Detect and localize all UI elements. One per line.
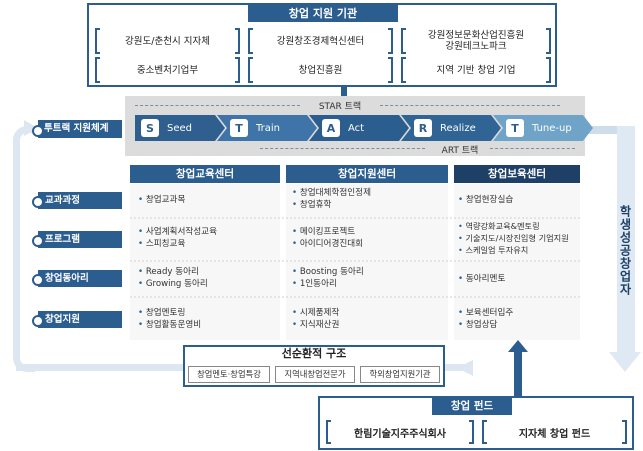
loop-arrowhead-left-icon <box>457 360 473 376</box>
table-cell: 보육센터입주 창업상담 <box>458 307 583 331</box>
row-label: 프로그램 <box>32 231 122 248</box>
circulation-item: 학외창업지원기관 <box>360 366 440 383</box>
step-letter: A <box>322 119 340 137</box>
table-cell: 시제품제작 지식재산권 <box>292 307 447 331</box>
row-label: 교과과정 <box>32 192 122 209</box>
step-letter: S <box>141 119 159 137</box>
fund-cell: 지자체 창업 펀드 <box>482 420 627 444</box>
row-separators <box>130 217 580 298</box>
table-cell: 창업현장실습 <box>458 194 583 206</box>
org-cell: 강원정보문화산업진흥원 강원테크노파크 <box>401 28 551 54</box>
loop-arrow-left <box>13 126 35 372</box>
star-dash-left <box>135 105 300 106</box>
table-cell: 메이킹프로젝트 아이디어경진대회 <box>292 226 447 250</box>
circulation-item: 지역내창업전문가 <box>275 366 355 383</box>
org-cell: 지역 기반 창업 기업 <box>401 57 551 83</box>
table-cell: 동아리멘토 <box>458 273 583 285</box>
funding-title: 창업 펀드 <box>432 398 512 415</box>
table-cell: Ready 동아리 Growing 동아리 <box>138 266 278 290</box>
org-cell: 강원도/춘천시 지자체 <box>95 28 240 54</box>
circulation-item: 창업멘토·창업특강 <box>188 366 270 383</box>
table-cell: Boosting 동아리 1인동아리 <box>292 266 447 290</box>
row-label: 창업지원 <box>32 311 122 328</box>
loop-arrowhead-icon <box>24 120 38 136</box>
outcome-arrow <box>585 126 641 372</box>
fund-up-arrow <box>508 340 528 398</box>
table-cell: 창업교과목 <box>138 194 278 206</box>
track-label: 투트랙 지원체계 <box>32 120 122 138</box>
support-title: 창업 지원 기관 <box>248 5 398 22</box>
circulation-title: 선순환적 구조 <box>281 347 347 360</box>
step-letter: T <box>230 119 248 137</box>
star-track-label: STAR 트랙 <box>318 102 362 112</box>
table-cell: 사업계획서작성교육 스피칭교육 <box>138 226 278 250</box>
art-track-label: ART 트랙 <box>441 146 479 156</box>
table-cell: 역량강화교육&멘토링 기술지도/시장진입형 기업지원 스케일업 투자유치 <box>458 220 583 256</box>
org-cell: 강원창조경제혁신센터 <box>248 28 393 54</box>
fund-cell: 한림기술지주주식회사 <box>326 420 474 444</box>
step-letter: R <box>414 119 432 137</box>
column-header: 창업지원센터 <box>286 165 448 183</box>
step-letter: T <box>506 119 524 137</box>
star-dash-right <box>380 105 560 106</box>
art-dash-left <box>260 148 425 149</box>
org-cell: 창업진흥원 <box>248 57 393 83</box>
column-header: 창업보육센터 <box>454 165 580 183</box>
art-dash-right <box>490 148 575 149</box>
table-cell: 창업대체학점인정제 창업휴학 <box>292 187 447 211</box>
outcome-label: 학생성공창업자 <box>618 205 632 296</box>
column-header: 창업교육센터 <box>130 165 280 183</box>
org-cell: 중소벤처기업부 <box>95 57 240 83</box>
row-label: 창업동아리 <box>32 270 122 287</box>
table-cell: 창업멘토링 창업활동운영비 <box>138 307 278 331</box>
